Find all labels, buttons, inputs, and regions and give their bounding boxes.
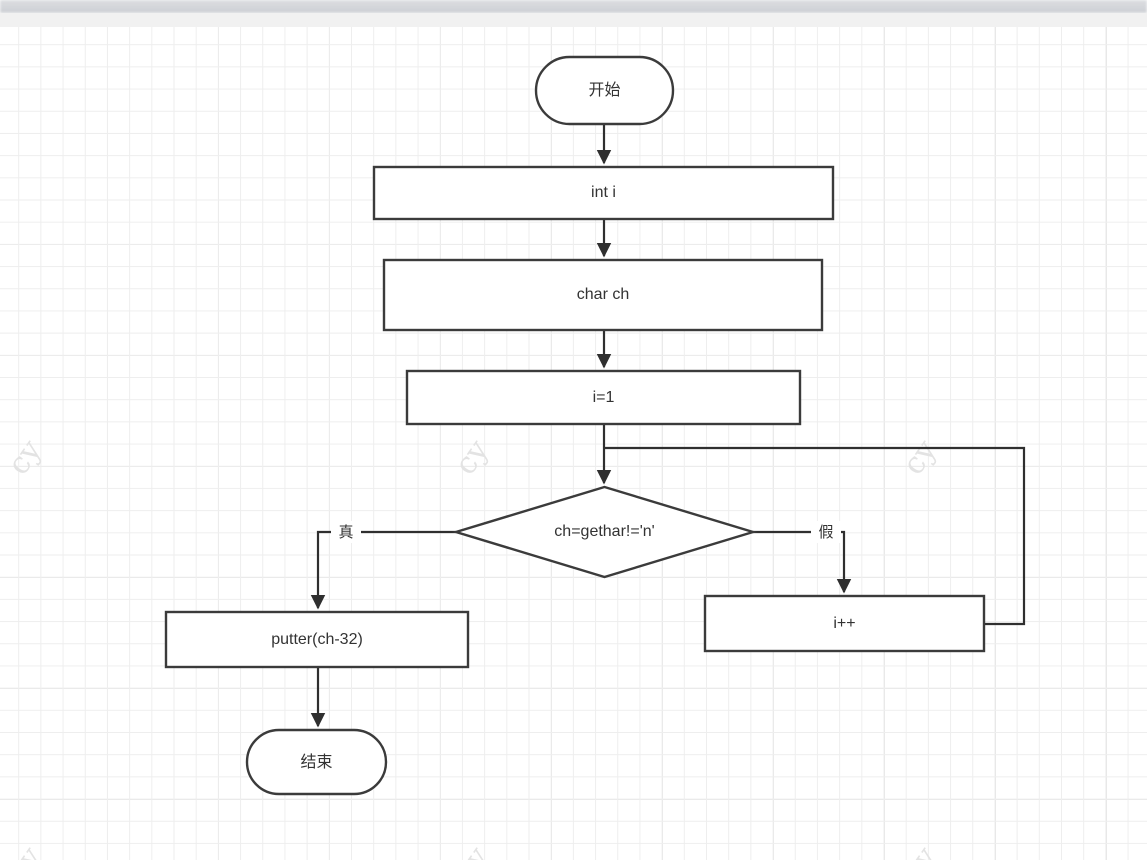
true-label-backing [331,521,361,543]
node-init-i-shape[interactable] [405,369,802,426]
app-toolbar-strip[interactable] [0,0,1147,13]
node-declare-char-ch-label: char ch [577,286,629,303]
edge-increment-loopback-to-decision[interactable] [604,438,1034,634]
node-increment[interactable]: i++ [703,594,986,653]
node-declare-int-i-label: int i [591,184,616,201]
edge-char-ch-to-init-i[interactable] [594,330,614,371]
node-end-label: 结束 [300,753,332,771]
flowchart-svg: 真 假 开始 int i char ch [164,55,1034,796]
false-label-backing [811,521,841,543]
node-declare-int-i-shape[interactable] [372,165,835,221]
edge-decision-true-to-output[interactable] [308,522,456,612]
node-increment-shape[interactable] [703,594,986,653]
node-start-label: 开始 [588,81,620,99]
edge-label-true: 真 [338,523,353,541]
node-init-i-label: i=1 [593,389,615,406]
node-condition-label: ch=gethar!='n' [554,523,654,540]
node-start[interactable]: 开始 [534,55,675,126]
node-end-shape[interactable] [245,728,388,796]
edge-layer [308,124,1034,730]
node-condition[interactable]: ch=gethar!='n' [451,485,758,579]
edge-decision-false-to-increment[interactable] [753,522,854,596]
node-init-i[interactable]: i=1 [405,369,802,426]
edge-output-to-end[interactable] [308,667,328,730]
app-toolbar-underlay [0,13,1147,27]
node-declare-char-ch[interactable]: char ch [382,258,824,332]
node-output-label: putter(ch-32) [271,631,363,648]
node-output[interactable]: putter(ch-32) [164,610,470,669]
node-layer: 开始 int i char ch i=1 [164,55,986,796]
edge-int-i-to-char-ch[interactable] [594,219,614,260]
diagram-canvas[interactable]: cy cy cy cy cy cy [0,27,1147,860]
edge-label-layer: 真 假 [331,521,841,543]
node-declare-char-ch-shape[interactable] [382,258,824,332]
node-end[interactable]: 结束 [245,728,388,796]
edge-label-false: 假 [818,524,833,541]
edge-start-to-int-i[interactable] [594,124,614,167]
node-declare-int-i[interactable]: int i [372,165,835,221]
node-start-shape[interactable] [534,55,675,126]
node-increment-label: i++ [833,615,855,632]
edge-init-i-to-decision[interactable] [594,424,614,487]
node-output-shape[interactable] [164,610,470,669]
node-condition-shape[interactable] [451,485,758,579]
